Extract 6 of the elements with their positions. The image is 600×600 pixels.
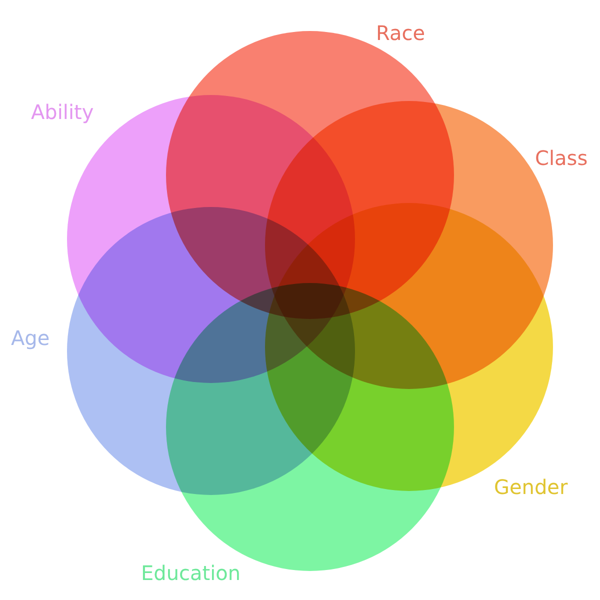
set-label: Education (141, 563, 241, 583)
set-label: Gender (494, 477, 568, 497)
set-label: Class (535, 148, 588, 168)
set-label: Age (11, 328, 50, 348)
set-label: Race (376, 23, 426, 43)
set-label: Ability (31, 102, 94, 122)
